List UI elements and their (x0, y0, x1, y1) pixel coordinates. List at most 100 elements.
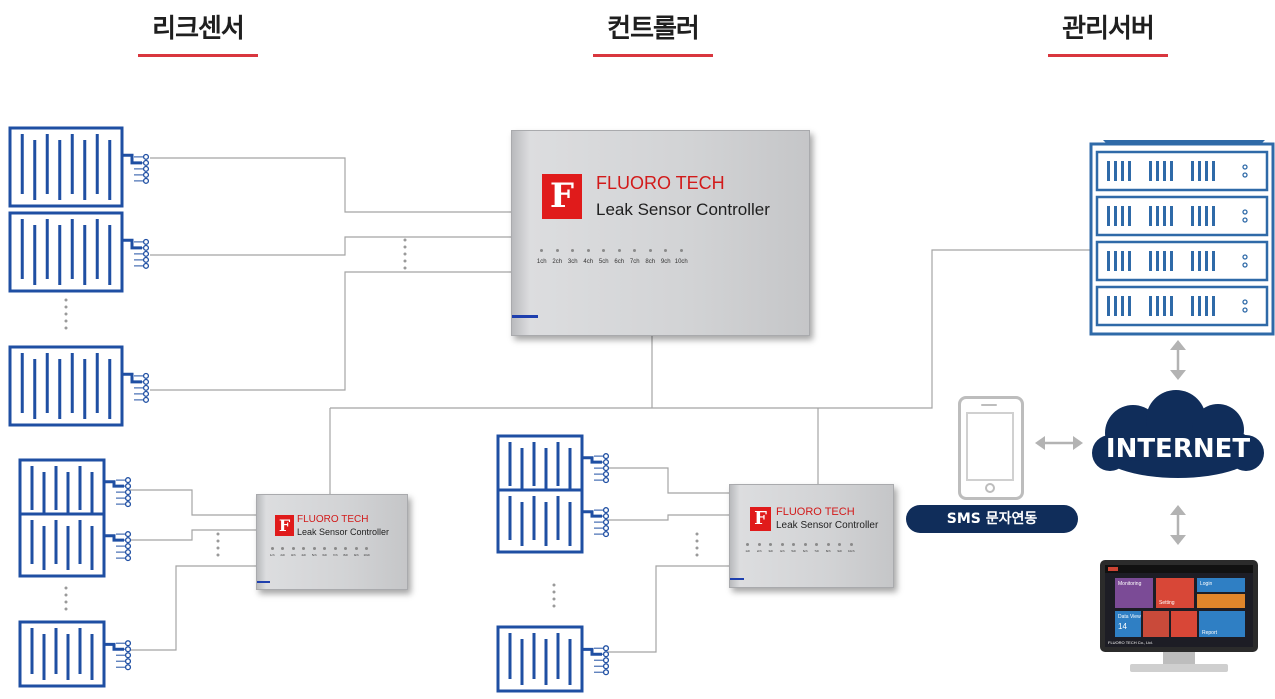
drive-slot (1121, 251, 1124, 271)
drive-slot (1156, 206, 1159, 226)
drive-slot (1205, 251, 1208, 271)
smartphone-icon (958, 396, 1024, 500)
drive-slot (1156, 161, 1159, 181)
drive-slot (1114, 251, 1117, 271)
drive-slot (1191, 251, 1194, 271)
channel-label: 10ch (362, 547, 373, 557)
channel-label: 9ch (834, 543, 846, 553)
channel-label: 7ch (330, 547, 341, 557)
channel-label: 9ch (351, 547, 362, 557)
drive-slot (1114, 206, 1117, 226)
drive-slot (1128, 206, 1131, 226)
channel-label: 5ch (596, 249, 612, 265)
drive-slot (1198, 161, 1201, 181)
channel-label: 4ch (581, 249, 597, 265)
drive-slot (1121, 161, 1124, 181)
drive-slot (1191, 296, 1194, 316)
status-bar (512, 315, 538, 318)
channel-label: 7ch (811, 543, 823, 553)
drive-slot (1114, 296, 1117, 316)
drive-slot (1128, 161, 1131, 181)
channel-label: 8ch (643, 249, 659, 265)
channel-label: 4ch (777, 543, 789, 553)
drive-slot (1191, 161, 1194, 181)
sms-link-badge: SMS 문자연동 (906, 505, 1078, 533)
channel-label: 2ch (550, 249, 566, 265)
controller-model: Leak Sensor Controller (776, 520, 879, 531)
drive-slot (1163, 161, 1166, 181)
drive-slot (1198, 296, 1201, 316)
channel-label: 5ch (788, 543, 800, 553)
drive-slot (1128, 251, 1131, 271)
leak-sensor (496, 625, 610, 693)
leak-sensor (496, 488, 610, 554)
drive-slot (1170, 251, 1173, 271)
tile-gauge (1171, 611, 1197, 637)
drive-slot (1163, 296, 1166, 316)
drive-slot (1128, 296, 1131, 316)
drive-slot (1121, 206, 1124, 226)
leak-sensor (496, 434, 610, 500)
rack-unit (1095, 150, 1269, 192)
channel-label: 10ch (846, 543, 858, 553)
drive-slot (1156, 296, 1159, 316)
channel-label: 6ch (320, 547, 331, 557)
tile-orange (1197, 594, 1245, 608)
led (1242, 254, 1248, 260)
drive-slot (1149, 206, 1152, 226)
drive-slot (1212, 206, 1215, 226)
drive-slot (1163, 206, 1166, 226)
status-bar (257, 581, 270, 583)
channel-label: 8ch (341, 547, 352, 557)
channel-label: 6ch (612, 249, 628, 265)
monitor-footer: FLUORO TECH Co., Ltd. (1108, 640, 1153, 645)
drive-slot (1205, 206, 1208, 226)
rack-unit (1095, 285, 1269, 327)
drive-slot (1191, 206, 1194, 226)
controller-brand: FLUORO TECH (297, 514, 369, 525)
tile-monitoring: Monitoring (1115, 578, 1153, 608)
drive-slot (1170, 296, 1173, 316)
status-bar (730, 578, 744, 580)
drive-slot (1149, 251, 1152, 271)
drive-slot (1205, 161, 1208, 181)
controller-logo: F (750, 507, 771, 531)
channel-label: 2ch (754, 543, 766, 553)
drive-slot (1107, 251, 1110, 271)
led (1242, 262, 1248, 268)
leak-sensor (18, 512, 132, 578)
drive-slot (1205, 296, 1208, 316)
tile-report: Report (1199, 611, 1245, 637)
channel-label: 9ch (658, 249, 674, 265)
drive-slot (1107, 296, 1110, 316)
internet-label: INTERNET (1106, 434, 1250, 464)
sub-controller-1: F FLUORO TECH Leak Sensor Controller 1ch… (256, 494, 408, 590)
channel-label: 3ch (565, 249, 581, 265)
channel-label: 2ch (278, 547, 289, 557)
led (1242, 307, 1248, 313)
led (1242, 217, 1248, 223)
controller-logo: F (542, 174, 582, 219)
drive-slot (1156, 251, 1159, 271)
heading-sensor: 리크센서 (113, 8, 283, 57)
drive-slot (1198, 206, 1201, 226)
channel-label: 5ch (309, 547, 320, 557)
channel-label: 10ch (674, 249, 690, 265)
drive-slot (1149, 296, 1152, 316)
led (1242, 164, 1248, 170)
main-controller: F FLUORO TECH Leak Sensor Controller 1ch… (511, 130, 810, 336)
tile-setting: Setting (1156, 578, 1194, 608)
leak-sensor (8, 211, 150, 293)
led (1242, 209, 1248, 215)
channel-label: 1ch (742, 543, 754, 553)
drive-slot (1114, 161, 1117, 181)
drive-slot (1212, 251, 1215, 271)
